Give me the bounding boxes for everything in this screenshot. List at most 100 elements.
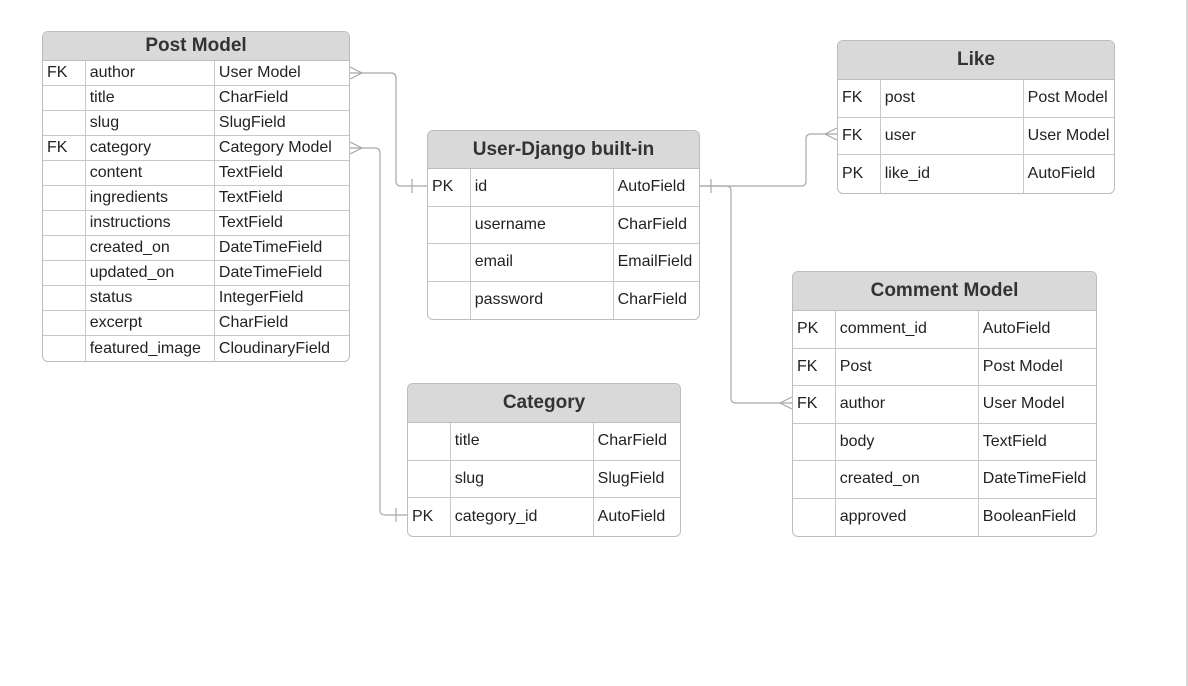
field-name: category	[84, 136, 214, 160]
field-key	[43, 261, 85, 285]
field-key	[793, 499, 835, 537]
field-name: created_on	[84, 236, 214, 260]
connector-post-author-user	[350, 72, 427, 187]
field-type: DateTimeField	[213, 261, 349, 285]
field-name: slug	[449, 460, 593, 497]
field-type: User Model	[1022, 117, 1114, 154]
field-key: FK	[797, 395, 818, 413]
field-name: like_id	[879, 155, 1023, 193]
field-key	[43, 111, 85, 135]
field-type: AutoField	[612, 169, 699, 206]
field-type: SlugField	[213, 111, 349, 135]
field-name: category_id	[449, 498, 593, 536]
field-name: created_on	[834, 461, 978, 498]
entity-title: Post Model	[43, 32, 349, 61]
field-key	[43, 236, 85, 260]
field-name: comment_id	[834, 311, 978, 348]
field-name: title	[84, 86, 214, 110]
field-type: CharField	[612, 206, 699, 243]
field-key	[408, 461, 450, 498]
field-type: CharField	[213, 311, 349, 335]
field-name: author	[84, 61, 214, 85]
field-key	[43, 186, 85, 210]
entity-title: Category	[408, 384, 680, 423]
field-type: CharField	[213, 86, 349, 110]
entity-title: User-Django built-in	[428, 131, 699, 169]
field-key	[43, 161, 85, 185]
field-key: PK	[797, 320, 819, 338]
crowfoot-like-user	[823, 127, 838, 141]
field-name: instructions	[84, 211, 214, 235]
entity-title: Like	[838, 41, 1114, 80]
crowfoot-post-category	[349, 141, 364, 155]
field-key	[793, 424, 835, 461]
field-key	[43, 286, 85, 310]
field-type: TextField	[977, 423, 1096, 460]
field-name: email	[469, 244, 613, 281]
field-type: DateTimeField	[213, 236, 349, 260]
field-type: SlugField	[592, 460, 680, 497]
field-key	[428, 207, 470, 244]
field-name: username	[469, 206, 613, 243]
field-key	[43, 336, 85, 361]
field-type: DateTimeField	[977, 461, 1096, 498]
field-type: BooleanField	[977, 498, 1096, 536]
field-type: TextField	[213, 161, 349, 185]
field-name: title	[449, 423, 593, 460]
field-type: Post Model	[977, 348, 1096, 385]
field-type: CharField	[592, 423, 680, 460]
field-name: approved	[834, 498, 978, 536]
field-name: body	[834, 423, 978, 460]
field-key: FK	[797, 357, 818, 375]
field-name: updated_on	[84, 261, 214, 285]
crowfoot-comment-author	[778, 396, 793, 410]
field-type: CharField	[612, 281, 699, 319]
field-name: content	[84, 161, 214, 185]
field-name: Post	[834, 348, 978, 385]
field-name: featured_image	[84, 336, 214, 361]
field-key	[43, 311, 85, 335]
connector-user-comment	[700, 185, 792, 404]
field-name: password	[469, 281, 613, 319]
field-name: post	[879, 80, 1023, 117]
field-type: TextField	[213, 211, 349, 235]
field-key	[43, 86, 85, 110]
field-name: status	[84, 286, 214, 310]
field-name: id	[469, 169, 613, 206]
field-type: TextField	[213, 186, 349, 210]
field-key: PK	[432, 178, 454, 196]
field-key: FK	[47, 64, 68, 81]
field-key	[793, 461, 835, 498]
field-key: PK	[412, 507, 434, 525]
field-type: User Model	[977, 386, 1096, 423]
field-name: excerpt	[84, 311, 214, 335]
